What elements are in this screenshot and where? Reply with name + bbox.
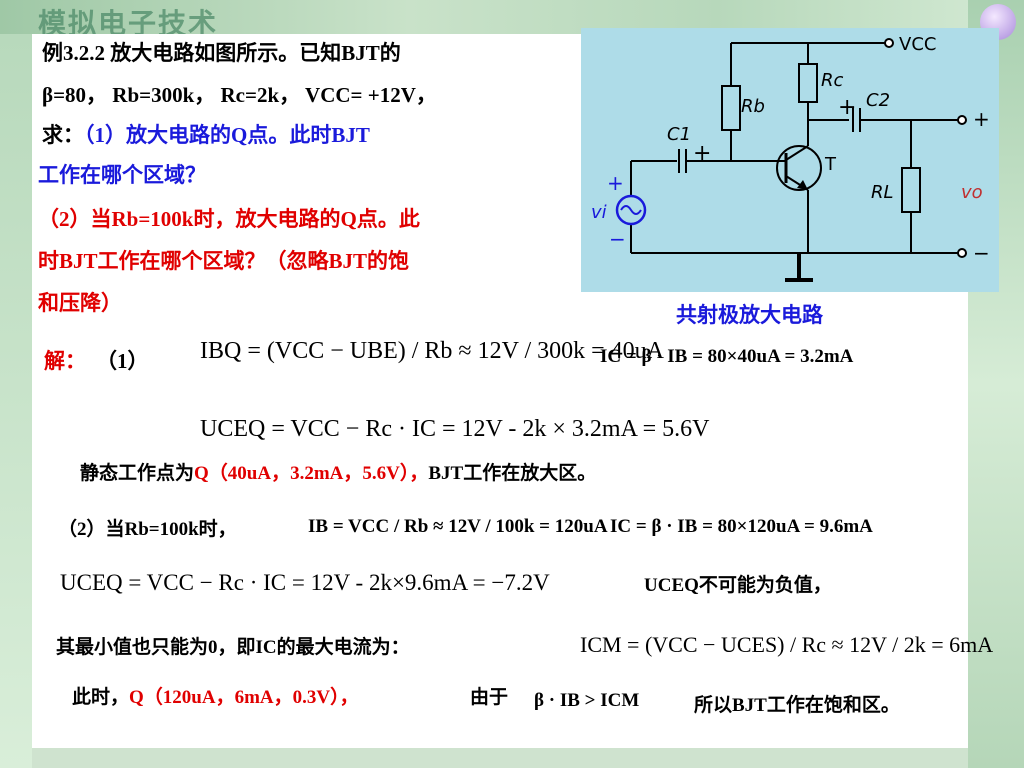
problem-line-3: 求：（1）放大电路的Q点。此时BJT xyxy=(42,122,370,148)
label-rb: Rb xyxy=(741,96,765,117)
rl-resistor xyxy=(901,167,921,213)
sine-wave-icon xyxy=(620,205,642,215)
ask-label: 求： xyxy=(42,123,84,147)
emitter-arrow-icon xyxy=(797,180,808,190)
problem-line-5: （2）当Rb=100k时，放大电路的Q点。此 xyxy=(38,207,420,231)
label-c2: C2 xyxy=(866,90,890,111)
label-vi-plus: + xyxy=(607,171,624,195)
output-minus-terminal-icon xyxy=(957,248,967,258)
problem-text-1: 例3.2.2 放大电路如图所示。已知BJT的 xyxy=(42,41,401,65)
problem-line-6: 时BJT工作在哪个区域？（忽略BJT的饱 xyxy=(38,249,410,273)
question-1: （1）放大电路的Q点。此时BJT xyxy=(84,123,370,147)
because-label: 由于 xyxy=(470,687,509,708)
problem-line-4: 工作在哪个区域？ xyxy=(38,163,206,187)
uceq-negative-note: UCEQ不可能为负值， xyxy=(644,575,832,596)
saturation-conclusion: 所以BJT工作在饱和区。 xyxy=(694,695,900,716)
label-vcc: VCC xyxy=(899,34,936,55)
static-point-line: 静态工作点为Q（40uA，3.2mA，5.6V），BJT工作在放大区。 xyxy=(80,462,596,486)
uceq2-formula: UCEQ = VCC − Rc · IC = 12V - 2k×9.6mA = … xyxy=(60,570,550,595)
problem-params: β=80， Rb=300k， Rc=2k， VCC= +12V， xyxy=(42,83,437,107)
ic-formula: IC = β · IB = 80×40uA = 3.2mA xyxy=(600,346,854,367)
label-rl: RL xyxy=(871,182,894,203)
label-vo: vo xyxy=(961,182,983,203)
transistor-body xyxy=(776,145,822,191)
part-2-label: （2）当Rb=100k时， xyxy=(58,519,237,540)
then-prefix: 此时， xyxy=(72,687,130,708)
label-vi-minus: − xyxy=(609,227,626,251)
label-c2-plus: + xyxy=(838,95,856,120)
output-plus-terminal-icon xyxy=(957,115,967,125)
then-q: Q（120uA，6mA，0.3V）， xyxy=(129,687,359,708)
problem-line-7: 和压降） xyxy=(38,291,122,315)
static-point-suffix: BJT工作在放大区。 xyxy=(428,463,597,484)
circuit-schematic: VCC Rc Rb C2 + C1 + T RL + − vo vi + − xyxy=(591,34,990,282)
label-transistor: T xyxy=(824,154,837,175)
rb-resistor xyxy=(721,85,741,131)
part-1-label: （1） xyxy=(96,349,149,373)
label-c1-plus: + xyxy=(693,141,711,166)
label-out-plus: + xyxy=(973,107,990,131)
problem-line-1: 例3.2.2 放大电路如图所示。已知BJT的 xyxy=(42,40,401,66)
rc-resistor xyxy=(798,63,818,103)
label-rc: Rc xyxy=(821,70,844,91)
label-out-minus: − xyxy=(973,241,990,265)
minimum-value-text: 其最小值也只能为0，即IC的最大电流为： xyxy=(56,637,410,658)
collector-lead xyxy=(785,145,809,161)
common-emitter-circuit-diagram: VCC Rc Rb C2 + C1 + T RL + − vo vi + − xyxy=(581,28,999,292)
solution-label: 解： xyxy=(44,349,86,373)
ib2-formula: IB = VCC / Rb ≈ 12V / 100k = 120uA xyxy=(308,516,608,537)
vcc-terminal-icon xyxy=(884,38,894,48)
saturation-condition: β · IB > ICM xyxy=(534,690,640,711)
left-decoration-strip xyxy=(0,34,32,768)
uceq-formula: UCEQ = VCC − Rc · IC = 12V - 2k × 3.2mA … xyxy=(200,416,710,442)
circuit-caption: 共射极放大电路 xyxy=(676,303,823,327)
ic2-formula: IC = β · IB = 80×120uA = 9.6mA xyxy=(610,516,873,537)
ibq-formula: IBQ = (VCC − UBE) / Rb ≈ 12V / 300k = 40… xyxy=(200,338,665,364)
label-vi: vi xyxy=(591,202,607,223)
static-point-q: Q（40uA，3.2mA，5.6V）， xyxy=(194,463,429,484)
icm-formula: ICM = (VCC − UCES) / Rc ≈ 12V / 2k = 6mA xyxy=(580,632,994,657)
static-point-prefix: 静态工作点为 xyxy=(80,463,195,484)
problem-line-2: β=80， Rb=300k， Rc=2k， VCC= +12V， xyxy=(42,82,437,108)
conclusion-line: 此时，Q（120uA，6mA，0.3V）， xyxy=(72,686,359,710)
label-c1: C1 xyxy=(667,124,691,145)
